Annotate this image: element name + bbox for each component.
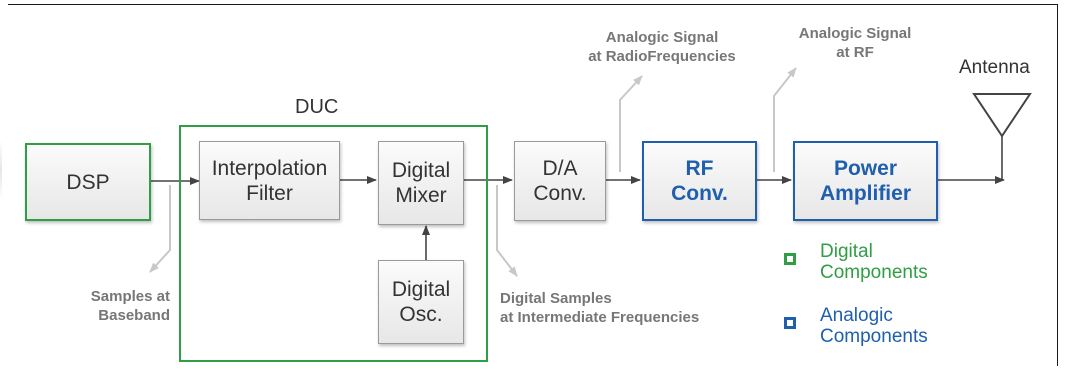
pointer-baseband [149,185,171,273]
legend-analogic-swatch [784,317,796,329]
antenna-label: Antenna [959,57,1030,78]
power-amplifier-block: Power Amplifier [793,141,938,221]
annotation-rf-out: Analogic Signal at RF [798,25,912,61]
annotation-intermediate: Digital Samples at Intermediate Frequenc… [500,290,700,326]
pointer-rf-signal [619,75,643,172]
legend-analogic-label: Analogic Components [820,305,928,347]
legend-digital-label: Digital Components [820,241,928,283]
diagram-frame [8,4,1058,366]
digital-mixer-block: Digital Mixer [378,141,464,225]
annotation-baseband: Samples at Baseband [90,288,170,324]
dsp-block: DSP [25,143,151,221]
annotation-rf-signal: Analogic Signal at RadioFrequencies [588,29,736,65]
digital-osc-block: Digital Osc. [378,260,464,344]
duc-title: DUC [295,96,339,118]
duc-group [179,125,488,362]
antenna-icon [972,93,1032,138]
legend-digital-swatch [784,253,796,265]
interpolation-filter-block: Interpolation Filter [199,141,340,220]
frame-edge [0,140,2,200]
pointer-rf-out [773,67,797,172]
rf-converter-block: RF Conv. [642,141,757,221]
da-converter-block: D/A Conv. [514,141,606,221]
pointer-intermediate [496,185,518,277]
